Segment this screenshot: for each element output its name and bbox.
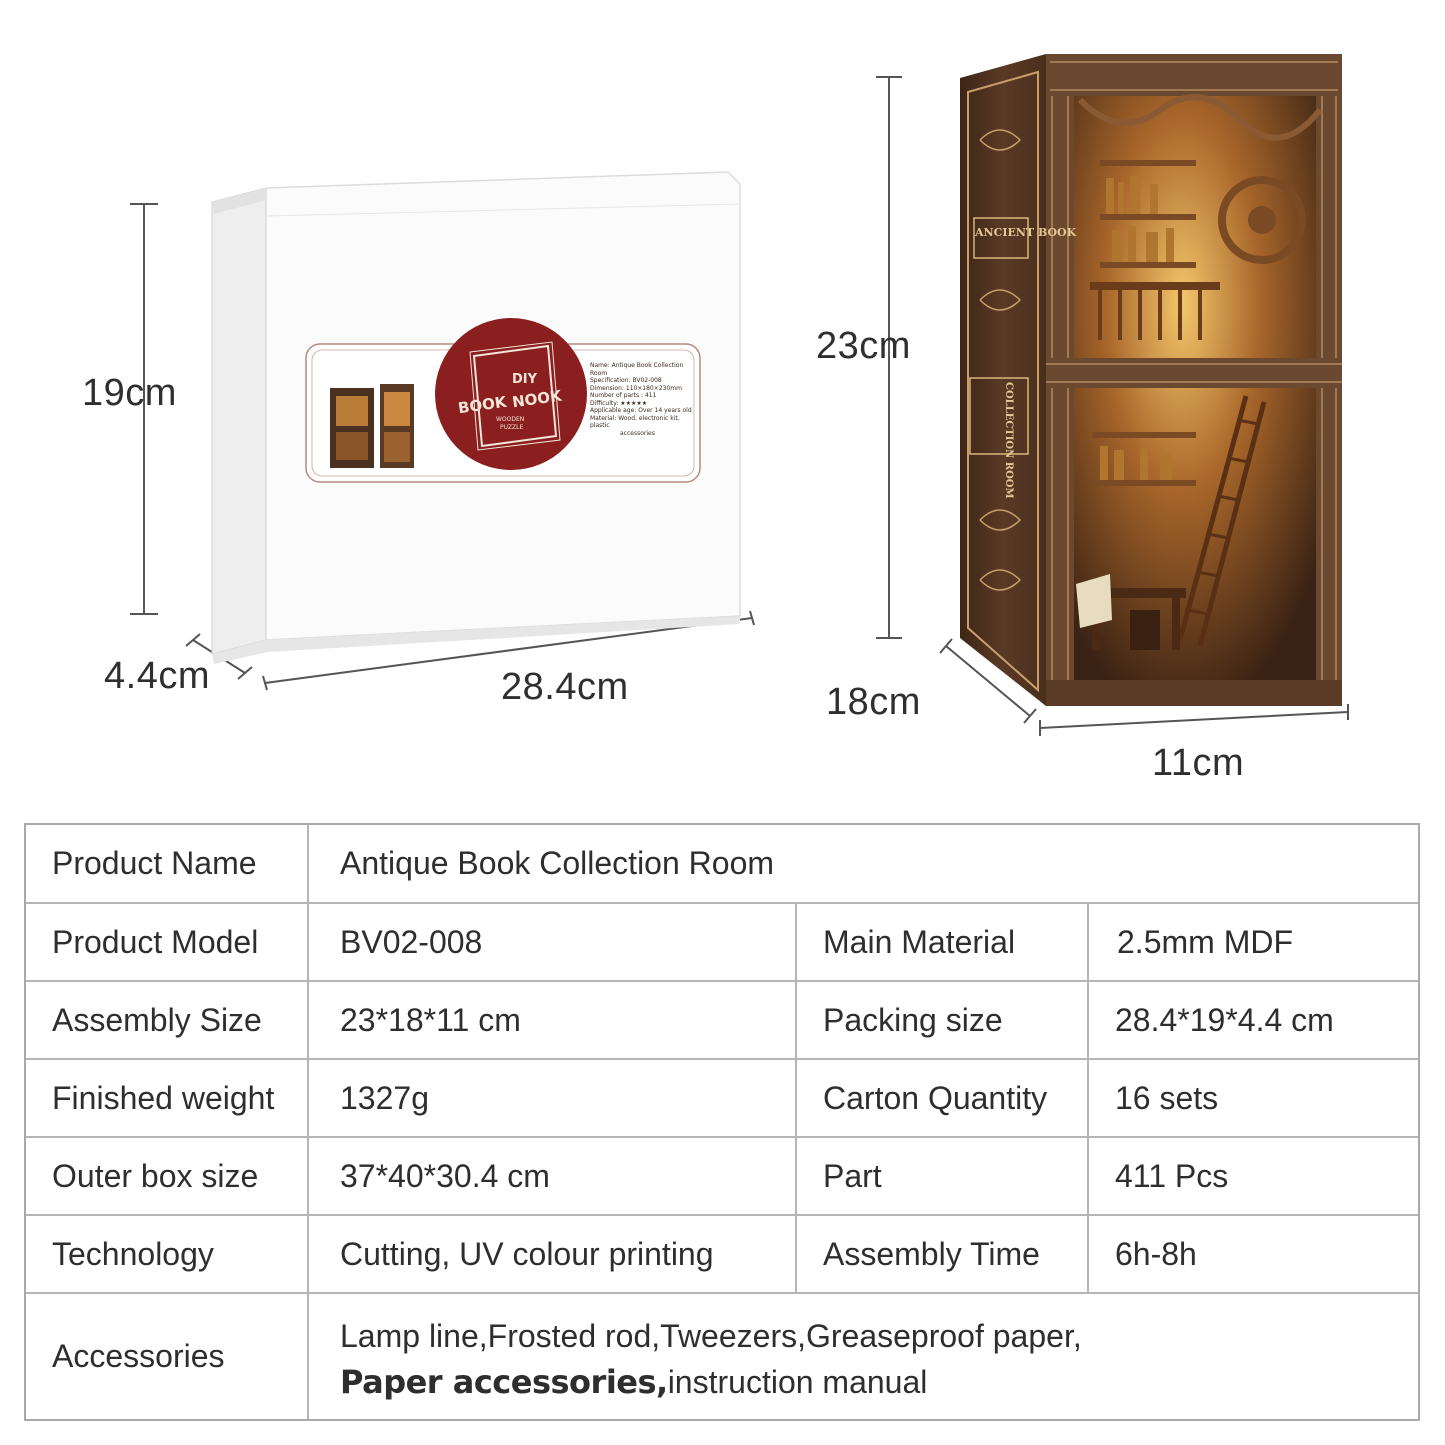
table-row: Technology Cutting, UV colour printing A… — [26, 1216, 1418, 1294]
book-nook-illustration — [960, 54, 1342, 706]
packing-size-value: 28.4*19*4.4 cm — [1115, 1001, 1334, 1038]
accessories-line-2: Paper accessories,instruction manual — [340, 1359, 1082, 1405]
spec-line: Specification: BV02-008 — [590, 377, 662, 384]
nook-width-label: 11cm — [1152, 742, 1245, 784]
logo-wooden-text: WOODEN — [496, 416, 525, 423]
assembly-time-value: 6h-8h — [1115, 1235, 1197, 1272]
assembly-size-value: 23*18*11 cm — [309, 982, 797, 1058]
box-width-label: 28.4cm — [501, 666, 629, 708]
table-row: Assembly Size 23*18*11 cm Packing size 2… — [26, 982, 1418, 1060]
carton-quantity-label: Carton Quantity — [797, 1060, 1089, 1136]
product-model-label: Product Model — [26, 904, 309, 980]
assembly-time-label: Assembly Time — [797, 1216, 1089, 1292]
accessories-label: Accessories — [26, 1294, 309, 1419]
technology-value: Cutting, UV colour printing — [309, 1216, 797, 1292]
spec-line: Dimension: 110×180×230mm — [590, 384, 682, 392]
spec-table: Product Name Antique Book Collection Roo… — [24, 823, 1420, 1421]
table-row: Product Model BV02-008 Main Material 2.5… — [26, 904, 1418, 982]
finished-weight-label: Finished weight — [26, 1060, 309, 1136]
dimension-lines — [130, 76, 1349, 736]
spec-line: accessories — [620, 429, 655, 437]
brand-logo-frame — [469, 341, 561, 451]
outer-box-size-value: 37*40*30.4 cm — [309, 1138, 797, 1214]
spec-line: Material: Wood, electronic kit, plastic — [590, 414, 680, 430]
spec-line: Applicable age: Over 14 years old — [590, 407, 692, 414]
box-spec-text: Name: Antique Book Collection Room Speci… — [590, 362, 694, 437]
box-depth-label: 4.4cm — [104, 655, 210, 697]
spec-line: Difficulty: ★★★★★ — [590, 399, 648, 407]
accessories-bold-text: Paper accessories, — [340, 1362, 668, 1401]
outer-box-size-label: Outer box size — [26, 1138, 309, 1214]
box-height-label: 19cm — [82, 372, 177, 414]
spec-line: Number of parts : 411 — [590, 392, 657, 399]
brand-logo-circle — [435, 318, 587, 470]
nook-height-label: 23cm — [816, 325, 911, 367]
nook-depth-label: 18cm — [826, 681, 921, 723]
main-material-label: Main Material — [797, 904, 1089, 980]
accessories-rest-text: instruction manual — [667, 1363, 928, 1400]
finished-weight-value: 1327g — [309, 1060, 797, 1136]
spec-line: Name: Antique Book Collection Room — [590, 362, 684, 377]
carton-quantity-value: 16 sets — [1115, 1079, 1219, 1116]
assembly-size-label: Assembly Size — [26, 982, 309, 1058]
part-label: Part — [797, 1138, 1089, 1214]
table-row: Finished weight 1327g Carton Quantity 16… — [26, 1060, 1418, 1138]
main-material-value: 2.5mm MDF — [1117, 923, 1293, 960]
nook-lower-title: COLLECTION ROOM — [1003, 382, 1014, 499]
table-row: Outer box size 37*40*30.4 cm Part 411 Pc… — [26, 1138, 1418, 1216]
part-value: 411 Pcs — [1115, 1157, 1229, 1194]
accessories-value: Lamp line,Frosted rod,Tweezers,Greasepro… — [309, 1294, 1418, 1419]
logo-puzzle-text: PUZZLE — [500, 424, 524, 431]
nook-upper-title: ANCIENT BOOK — [975, 226, 1077, 239]
table-row: Product Name Antique Book Collection Roo… — [26, 825, 1418, 904]
logo-diy-text: DIY — [512, 372, 538, 387]
technology-label: Technology — [26, 1216, 309, 1292]
packing-size-label: Packing size — [797, 982, 1089, 1058]
product-name-value: Antique Book Collection Room — [340, 845, 775, 881]
table-row: Accessories Lamp line,Frosted rod,Tweeze… — [26, 1294, 1418, 1419]
accessories-line-1: Lamp line,Frosted rod,Tweezers,Greasepro… — [340, 1317, 1082, 1354]
product-model-value: BV02-008 — [309, 904, 797, 980]
product-name-label: Product Name — [26, 825, 309, 902]
